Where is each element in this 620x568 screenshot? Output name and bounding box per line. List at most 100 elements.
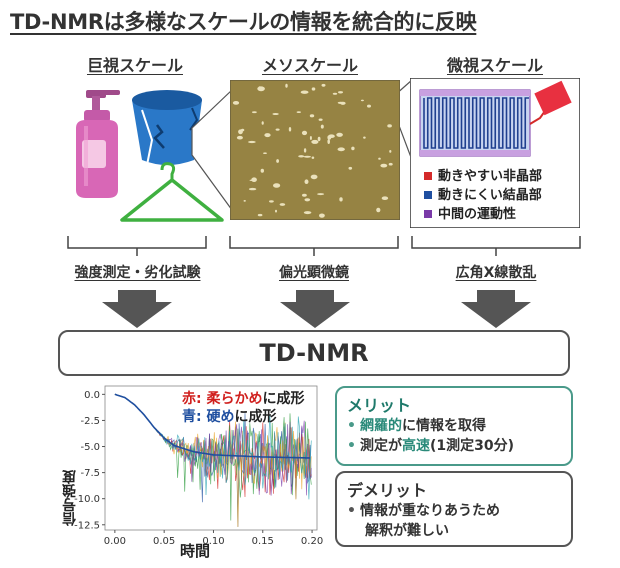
merit-highlight-comprehensive: 網羅的 (359, 418, 402, 434)
y-tick-label: -10.0 (74, 494, 100, 505)
crystal-speck (258, 86, 261, 88)
torn-bucket-icon (132, 90, 202, 166)
merit-item-fast: •測定が高速(1測定30分) (347, 438, 514, 454)
legend-swatch-intermediate (424, 210, 432, 218)
micro-legend-intermediate: 中間の運動性 (438, 207, 517, 222)
crystal-speck (367, 104, 371, 108)
legend-emph-soft: 柔らかめ (206, 391, 263, 407)
crystal-speck (381, 196, 389, 200)
demerit-box: デメリット •情報が重なりあうため 解釈が難しい (335, 471, 573, 547)
method-label-waxs: 広角X線散乱 (455, 265, 537, 281)
legend-prefix-blue: 青: (182, 409, 207, 425)
chart-xlabel: 時間 (179, 542, 210, 560)
merit-text-1: に情報を取得 (401, 418, 486, 434)
crystal-speck (257, 86, 265, 92)
crystal-speck (272, 113, 279, 115)
crystal-speck (303, 148, 307, 153)
crystal-speck (336, 132, 343, 137)
y-tick-label: -2.5 (80, 416, 100, 427)
crystal-speck (327, 139, 330, 144)
macro-illustration (76, 90, 224, 222)
crystal-speck (251, 177, 257, 182)
crystal-speck (275, 128, 280, 131)
crystal-speck (243, 200, 246, 202)
crystal-speck (248, 140, 256, 144)
legend-swatch-crystal (424, 191, 432, 199)
micro-legend (424, 172, 432, 218)
y-tick-label: 0.0 (84, 390, 100, 401)
crystal-speck (363, 136, 366, 139)
crystal-speck (339, 197, 343, 202)
crystal-speck (309, 136, 312, 140)
crystal-speck (296, 111, 301, 113)
x-tick-label: 0.20 (301, 536, 323, 547)
demerit-item-overlap: •情報が重なりあうため (347, 503, 500, 519)
method-label-strength-test: 強度測定・劣化試験 (74, 265, 201, 281)
method-label-polarized-microscope: 偏光顕微鏡 (279, 265, 349, 281)
crystal-speck (285, 83, 288, 88)
merit-text-2a: 測定が (359, 438, 402, 454)
crystal-speck (376, 207, 381, 213)
crystal-speck (318, 118, 323, 121)
crystal-speck (238, 129, 243, 135)
crystal-speck (304, 198, 311, 202)
page-title: TD-NMRは多様なスケールの情報を統合的に反映 (10, 10, 477, 34)
crystal-speck (348, 166, 353, 170)
legend-suffix-hard: に成形 (234, 409, 277, 425)
crystal-speck (273, 183, 281, 188)
demerit-item-interpretation: 解釈が難しい (365, 523, 449, 539)
crystal-speck (232, 101, 240, 105)
x-tick-label: 0.00 (104, 536, 126, 547)
crystal-speck (387, 124, 392, 128)
crystal-speck (303, 155, 311, 158)
td-nmr-box: TD-NMR (58, 330, 570, 376)
crystal-speck (351, 146, 355, 151)
micro-legend-amorphous: 動きやすい非晶部 (438, 169, 543, 184)
crystal-speck (317, 136, 321, 142)
y-tick-label: -7.5 (80, 468, 100, 479)
chart-ylabel: 信号強度 (62, 470, 78, 526)
crystal-speck (337, 147, 345, 152)
scale-label-macro: 巨視スケール (86, 56, 183, 75)
demerit-text-1: 情報が重なりあうため (359, 503, 500, 519)
hanger-icon (120, 162, 224, 222)
crystal-speck (311, 156, 315, 159)
crystal-speck (317, 193, 325, 196)
y-tick-label: -12.5 (74, 520, 100, 531)
down-arrow-icon (102, 290, 172, 328)
crystal-speck (380, 163, 388, 168)
x-tick-label: 0.15 (252, 536, 274, 547)
merit-box: メリット •網羅的に情報を取得 •測定が高速(1測定30分) (335, 386, 573, 466)
x-tick-label: 0.05 (153, 536, 175, 547)
demerit-heading: デメリット (347, 481, 428, 500)
crystal-speck (319, 213, 325, 218)
crystal-speck (298, 155, 305, 158)
crystal-speck (302, 193, 307, 197)
crystal-speck (275, 209, 277, 213)
y-tick-label: -5.0 (80, 442, 100, 453)
crystal-speck (310, 174, 318, 180)
crystal-speck (303, 211, 312, 215)
crystal-speck (337, 101, 344, 104)
crystal-speck (264, 133, 271, 138)
micro-structure-diagram (410, 78, 580, 228)
merit-item-comprehensive: •網羅的に情報を取得 (347, 418, 486, 434)
crystal-speck (300, 90, 309, 94)
decay-curve (114, 393, 311, 459)
crystal-speck (261, 121, 264, 125)
crystal-speck (269, 200, 274, 203)
merit-highlight-fast: 高速 (401, 438, 430, 454)
chart-legend-hard: 青: 硬めに成形 (182, 408, 276, 426)
crystal-speck (304, 179, 309, 184)
polarized-micrograph (230, 80, 400, 220)
crystal-speck (378, 157, 381, 160)
crystal-speck (236, 135, 243, 140)
crystal-speck (276, 159, 279, 163)
crystal-speck (279, 203, 286, 206)
crystal-speck (288, 127, 292, 132)
crystal-speck (260, 168, 264, 173)
down-arrow-icon (280, 290, 350, 328)
crystal-speck (252, 111, 257, 114)
td-nmr-label: TD-NMR (259, 339, 369, 367)
